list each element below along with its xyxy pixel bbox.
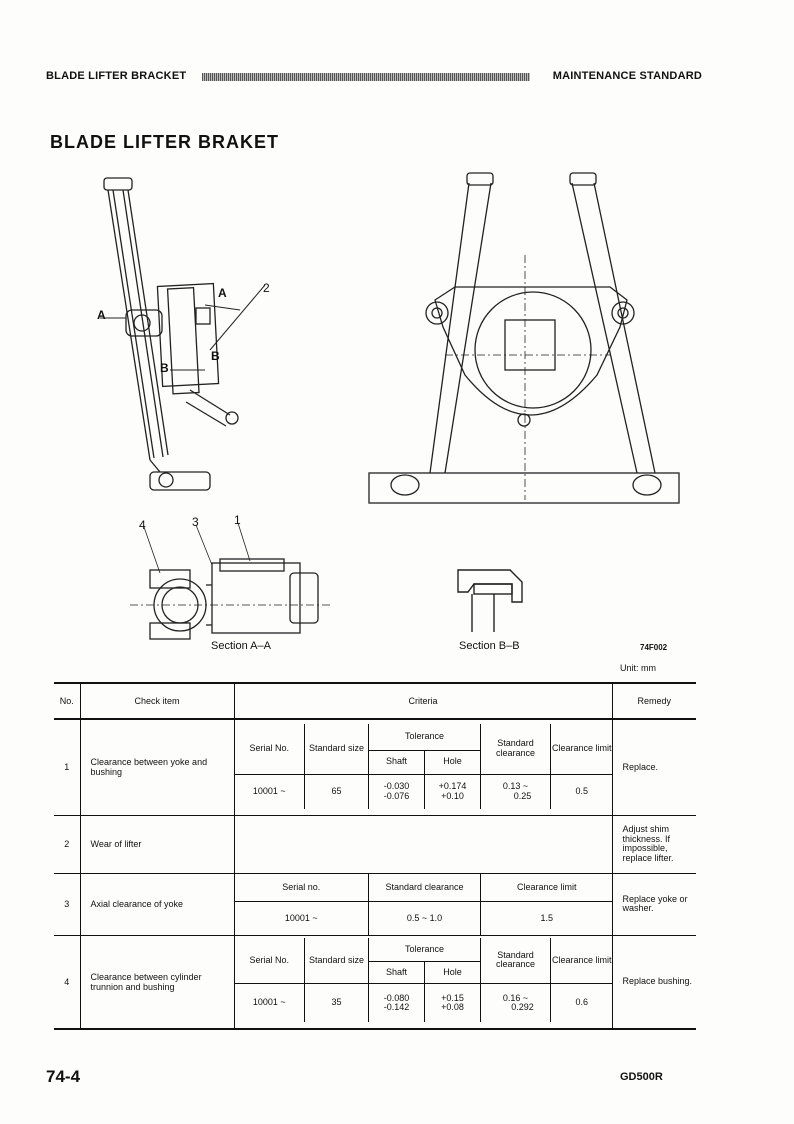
page-number: 74-4 (46, 1067, 81, 1086)
label-standard-size: Standard size (304, 724, 369, 775)
label-hole: Hole (424, 961, 481, 984)
row-no: 2 (54, 815, 80, 874)
section-aa-caption: Section A–A (211, 640, 271, 652)
callout-3: 3 (192, 515, 199, 529)
table-row: 3 Axial clearance of yoke Serial no. Sta… (54, 873, 696, 936)
row-criteria: Serial No. Standard size Tolerance Stand… (233, 935, 613, 1030)
value-standard-size: 65 (304, 774, 369, 809)
value-serial: 10001 ~ (252, 785, 286, 796)
label-shaft: Shaft (368, 750, 425, 775)
section-bb-drawing (457, 569, 523, 632)
row-criteria: Serial No. Standard size Tolerance Stand… (233, 719, 613, 816)
value-serial: 10001 ~ (284, 912, 318, 923)
value-standard-clearance: 0.13 ~0.25 (480, 774, 551, 809)
row-no: 4 (54, 935, 80, 1030)
label-serial: Serial No. (234, 937, 305, 984)
callout-2: 2 (263, 281, 270, 295)
table-header-row: No. Check item Criteria Remedy (54, 682, 696, 720)
table-row: 4 Clearance between cylinder trunnion an… (54, 935, 696, 1030)
value-hole-tolerance: +0.174+0.10 (424, 774, 481, 809)
maintenance-standard-table: No. Check item Criteria Remedy 1 Clearan… (54, 682, 696, 1030)
unit-label: Unit: mm (620, 663, 656, 673)
value-hole-tolerance: +0.15+0.08 (424, 983, 481, 1022)
header-criteria: Criteria (233, 682, 612, 720)
header-rule (202, 73, 530, 81)
criteria-subtable: Serial No. Standard size Tolerance Stand… (234, 724, 613, 809)
callout-1: 1 (234, 513, 241, 527)
table-row: 2 Wear of lifter Adjust shim thickness. … (54, 815, 696, 874)
value-clearance-limit: 0.6 (550, 983, 613, 1022)
value-shaft-tolerance: -0.030-0.076 (368, 774, 425, 809)
row-no: 3 (54, 873, 80, 936)
criteria-subtable: Serial No. Standard size Tolerance Stand… (234, 937, 613, 1022)
value-clearance-limit: 0.5 (550, 774, 613, 809)
label-clearance-limit: Clearance limit (550, 724, 613, 775)
row-check-item: Clearance between cylinder trunnion and … (79, 935, 234, 1030)
header-remedy: Remedy (611, 682, 696, 720)
page-title: BLADE LIFTER BRAKET (50, 132, 279, 152)
row-remedy: Replace yoke or washer. (611, 873, 696, 936)
callout-b-left: B (160, 361, 169, 375)
label-clearance-limit: Clearance limit (480, 873, 613, 902)
table-row: 1 Clearance between yoke and bushing Ser… (54, 719, 696, 816)
header-no: No. (54, 682, 80, 720)
label-standard-clearance: Standard clearance (480, 937, 551, 984)
value-standard-clearance: 0.5 ~ 1.0 (368, 901, 481, 935)
row-remedy: Replace bushing. (611, 935, 696, 1030)
row-check-item: Wear of lifter (79, 815, 234, 874)
bracket-isometric-drawing (100, 177, 266, 491)
section-bb-caption: Section B–B (459, 640, 520, 652)
callout-a-right: A (218, 286, 227, 300)
label-tolerance: Tolerance (368, 937, 481, 962)
header-category: MAINTENANCE STANDARD (552, 70, 702, 82)
label-shaft: Shaft (368, 961, 425, 984)
value-clearance-limit: 1.5 (480, 901, 613, 935)
header-check-item: Check item (79, 682, 234, 720)
figure-reference: 74F002 (640, 643, 668, 652)
row-criteria: Serial no. Standard clearance Clearance … (233, 873, 613, 936)
value-shaft-tolerance: -0.080-0.142 (368, 983, 425, 1022)
label-tolerance: Tolerance (368, 724, 481, 751)
row-remedy: Adjust shim thickness. If impossible, re… (611, 815, 696, 874)
label-standard-size: Standard size (304, 937, 369, 984)
callout-b-right: B (211, 349, 220, 363)
value-standard-clearance: 0.16 ~0.292 (480, 983, 551, 1022)
callout-4: 4 (139, 518, 146, 532)
header-section-title: BLADE LIFTER BRACKET (46, 70, 187, 82)
label-standard-clearance: Standard clearance (480, 724, 551, 775)
page-header: BLADE LIFTER BRACKET MAINTENANCE STANDAR… (46, 70, 702, 88)
model-name: GD500R (620, 1071, 663, 1083)
label-clearance-limit: Clearance limit (550, 937, 613, 984)
bracket-front-view-drawing (368, 172, 680, 504)
row-criteria (233, 815, 612, 874)
callout-a-left: A (97, 308, 106, 322)
label-hole: Hole (424, 750, 481, 775)
row-no: 1 (54, 719, 80, 816)
row-check-item: Axial clearance of yoke (79, 873, 234, 936)
label-serial: Serial no. (234, 873, 369, 902)
label-serial: Serial No. (234, 724, 305, 775)
criteria-subtable: Serial no. Standard clearance Clearance … (234, 873, 613, 935)
value-serial: 10001 ~ (252, 997, 286, 1008)
row-remedy: Replace. (611, 719, 696, 816)
label-standard-clearance: Standard clearance (368, 873, 481, 902)
section-aa-drawing (130, 522, 330, 640)
row-check-item: Clearance between yoke and bushing (79, 719, 234, 816)
value-standard-size: 35 (304, 983, 369, 1022)
